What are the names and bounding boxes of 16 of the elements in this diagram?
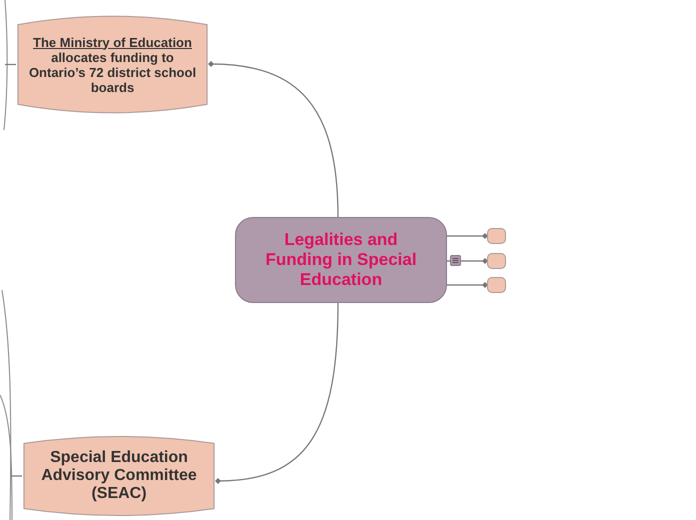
topic-box xyxy=(22,433,216,519)
topic-text: Special Education Advisory Committee (SEAC) xyxy=(40,449,198,503)
connector-line xyxy=(5,64,16,66)
topic-heading: The Ministry of Education xyxy=(33,34,192,50)
connector-line xyxy=(447,258,488,264)
connector-line xyxy=(447,233,488,239)
topic-text: allocates funding to Ontario’s 72 district school boards xyxy=(28,50,198,94)
subtopic-box xyxy=(487,253,506,269)
connector-line xyxy=(447,282,488,288)
connector-line xyxy=(11,475,22,477)
connector-line xyxy=(208,61,339,218)
subtopic-box xyxy=(487,228,506,244)
connector-line xyxy=(215,302,339,484)
topic-text: Legalities and Funding in Special Education xyxy=(264,230,418,290)
subtopic-box xyxy=(487,277,506,293)
central-topic-box xyxy=(235,217,447,303)
